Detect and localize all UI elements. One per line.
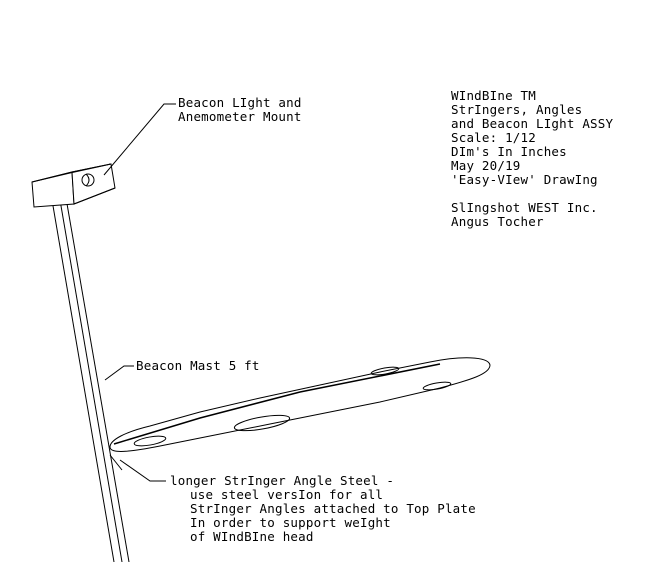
drawing-type-line: 'Easy-VIew' DrawIng xyxy=(451,172,598,187)
callout-line: StrInger Angles attached to Top Plate xyxy=(190,501,476,516)
spacer xyxy=(451,187,613,201)
company-name: SlIngshot WEST Inc. xyxy=(451,200,598,215)
scale-line: Scale: 1/12 xyxy=(451,130,536,145)
author-name: Angus Tocher xyxy=(451,214,544,229)
beacon-mount-callout: Beacon LIght and Anemometer Mount xyxy=(178,96,302,124)
callout-line: of WIndBIne head xyxy=(190,529,314,544)
leader-lines xyxy=(103,103,176,482)
title-block: WIndBIne TM StrIngers, Angles and Beacon… xyxy=(451,89,613,229)
callout-line: In order to support weIght xyxy=(190,515,391,530)
title-line: WIndBIne TM xyxy=(451,88,536,103)
mast-callout: Beacon Mast 5 ft xyxy=(136,358,260,373)
callout-line: Anemometer Mount xyxy=(178,109,302,124)
callout-line: use steel versIon for all xyxy=(190,487,384,502)
beacon-mast xyxy=(51,197,130,562)
units-line: DIm's In Inches xyxy=(451,144,567,159)
callout-line: Beacon LIght and xyxy=(178,95,302,110)
top-plate xyxy=(109,357,491,452)
callout-line: longer StrInger Angle Steel - xyxy=(170,473,395,488)
beacon-mount-box xyxy=(31,163,116,208)
title-line: StrIngers, Angles xyxy=(451,102,583,117)
title-line: and Beacon LIght ASSY xyxy=(451,116,614,131)
date-line: May 20/19 xyxy=(451,158,521,173)
stringer-callout: longer StrInger Angle Steel - use steel … xyxy=(170,474,476,544)
